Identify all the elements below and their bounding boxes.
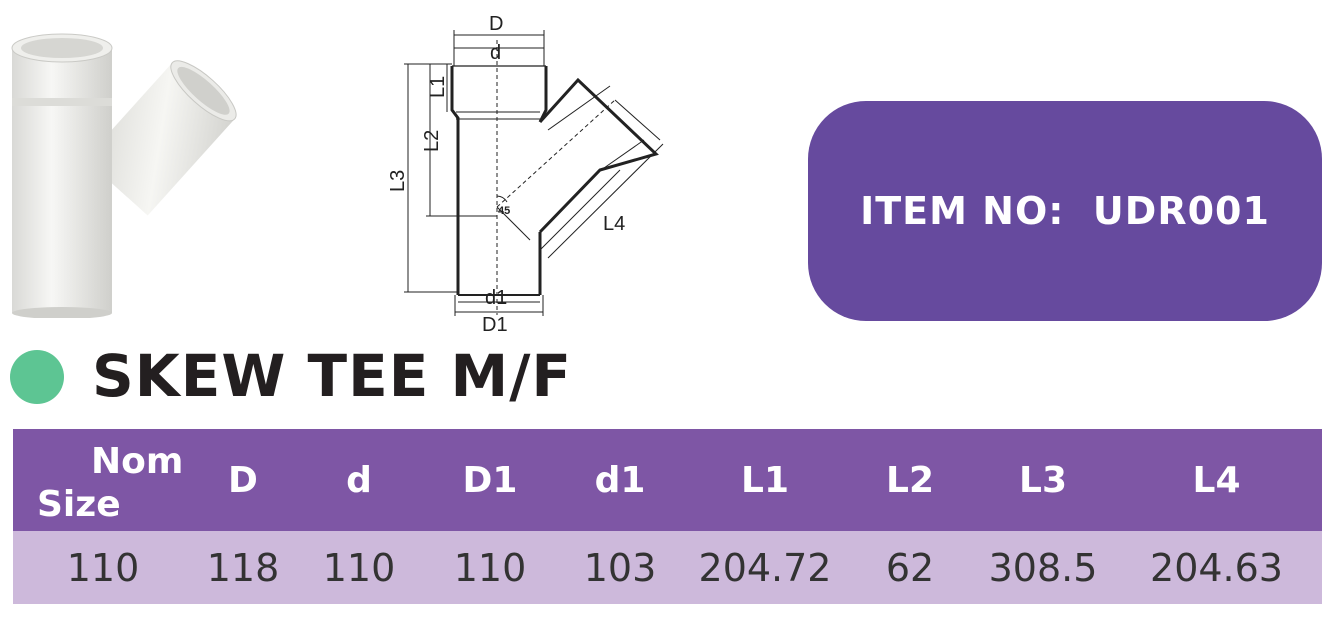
header-cell: L2 xyxy=(845,429,975,531)
table-header-row: Nom Size D d D1 d1 L1 L2 L3 L4 xyxy=(13,429,1322,531)
angle-label: 45 xyxy=(498,205,510,217)
header-cell: D xyxy=(193,429,293,531)
header-nom-line1: Nom xyxy=(91,441,184,482)
table-cell: 110 xyxy=(13,531,193,604)
table-cell: 103 xyxy=(555,531,685,604)
header-cell: D1 xyxy=(425,429,555,531)
table-cell: 110 xyxy=(425,531,555,604)
header-nom-line2: Size xyxy=(37,484,121,525)
header-cell: d xyxy=(293,429,425,531)
dim-label-L4: L4 xyxy=(603,213,625,235)
header-cell: d1 xyxy=(555,429,685,531)
table-cell: 110 xyxy=(293,531,425,604)
item-number: ITEM NO: UDR001 xyxy=(860,189,1270,233)
technical-drawing: D d L1 L2 L3 L4 d1 D1 45 xyxy=(387,13,664,336)
header-cell: L3 xyxy=(975,429,1111,531)
product-photo xyxy=(11,33,237,318)
table-cell: 308.5 xyxy=(975,531,1111,604)
table-cell: 204.63 xyxy=(1111,531,1322,604)
table-row: 110 118 110 110 103 204.72 62 308.5 204.… xyxy=(13,531,1322,604)
table-cell: 62 xyxy=(845,531,975,604)
dim-label-L1: L1 xyxy=(427,76,449,98)
item-number-box: ITEM NO: UDR001 xyxy=(808,101,1322,321)
title-bullet-icon xyxy=(10,350,64,404)
table-cell: 118 xyxy=(193,531,293,604)
spec-table: Nom Size D d D1 d1 L1 L2 L3 L4 110 118 1… xyxy=(13,429,1322,604)
dim-label-D: D xyxy=(489,13,503,35)
product-title: SKEW TEE M/F xyxy=(92,342,573,410)
header-cell: L1 xyxy=(685,429,845,531)
dim-label-L2: L2 xyxy=(421,130,443,152)
dim-label-L3: L3 xyxy=(387,170,409,192)
table-cell: 204.72 xyxy=(685,531,845,604)
dim-label-d: d xyxy=(490,42,501,64)
dim-label-d1: d1 xyxy=(485,287,507,309)
dim-label-D1: D1 xyxy=(482,314,508,336)
header-nom-size: Nom Size xyxy=(13,429,193,531)
header-cell: L4 xyxy=(1111,429,1322,531)
